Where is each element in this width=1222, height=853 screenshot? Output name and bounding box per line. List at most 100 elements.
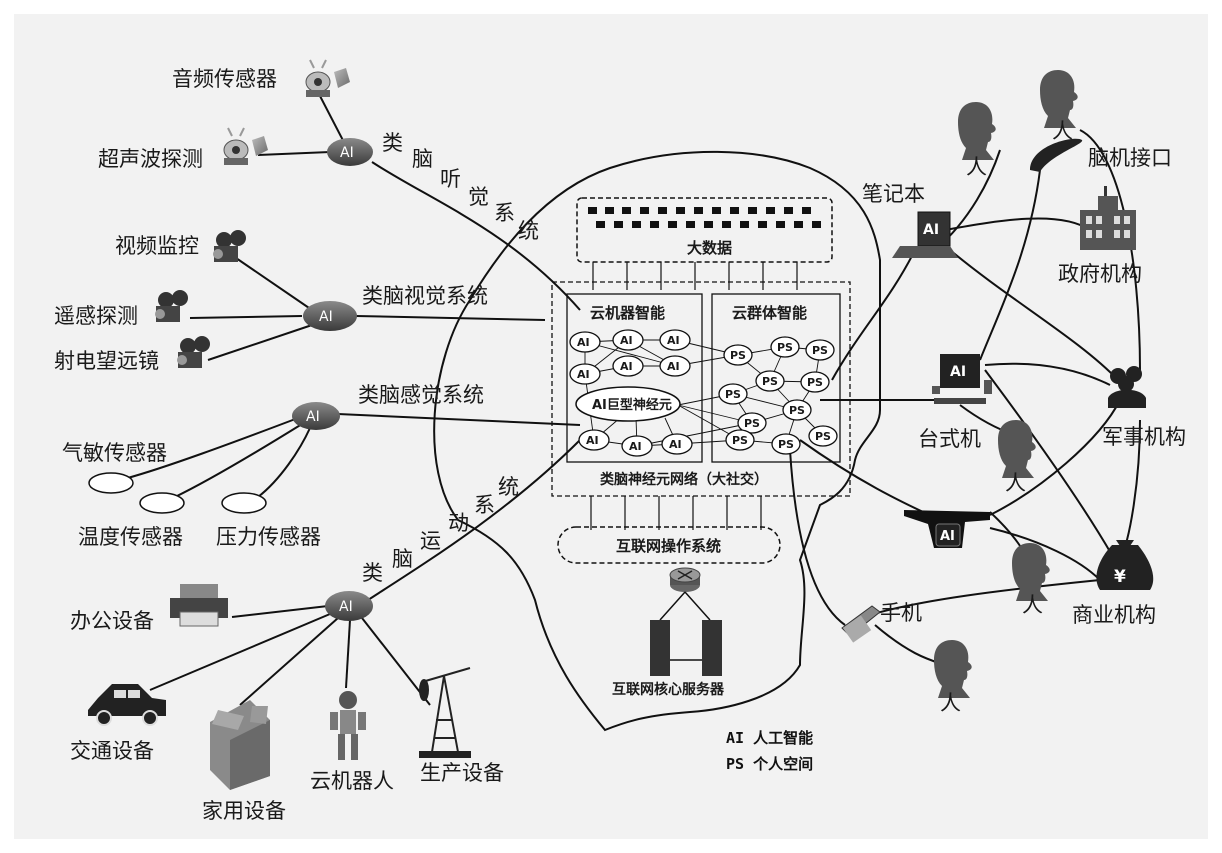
sense-system-label: 类脑感觉系统 (358, 383, 484, 407)
ai-node-label: AI (629, 440, 642, 453)
robot-icon (330, 691, 366, 760)
ps-node-label: PS (744, 417, 760, 430)
audio-system-char: 听 (440, 167, 461, 191)
temp-sensor-label: 温度传感器 (78, 525, 183, 549)
ai-node-label: AI (667, 360, 680, 373)
home-label: 家用设备 (202, 799, 286, 823)
audio-system-char: 觉 (468, 185, 489, 209)
person-label: 人 (1022, 593, 1043, 617)
ai-node-label: AI (577, 336, 590, 349)
motion-system-char: 统 (498, 475, 519, 499)
ps-node-label: PS (732, 434, 748, 447)
bci-label: 脑机接口 (1088, 146, 1172, 170)
government-building-icon (1080, 186, 1136, 250)
head-outline (433, 150, 881, 732)
internet-os-box (557, 526, 781, 564)
video-monitor-label: 视频监控 (115, 234, 199, 258)
radio-telescope-label: 射电望远镜 (54, 349, 159, 373)
office-label: 办公设备 (70, 609, 154, 633)
desktop-icon (932, 354, 992, 404)
ps-node-label: PS (789, 404, 805, 417)
military-label: 军事机构 (1102, 425, 1186, 449)
motion-system-char: 脑 (392, 547, 413, 571)
connection-lines (119, 95, 581, 706)
glasses-ai-badge: AI (940, 529, 955, 544)
home-appliance-box-icon (210, 700, 270, 790)
ai-hub-label: AI (306, 409, 320, 425)
government-label: 政府机构 (1058, 262, 1142, 286)
ai-node-label: AI (620, 360, 633, 373)
gas-sensor-shape (88, 472, 134, 494)
ultrasonic-label: 超声波探测 (98, 147, 203, 171)
bci-headband-icon (1030, 138, 1083, 172)
ps-node-label: PS (812, 344, 828, 357)
ai-node-label: AI (669, 438, 682, 451)
cloud-group-title: 云群体智能 (732, 304, 807, 322)
business-label: 商业机构 (1072, 603, 1156, 627)
person-label: 人 (966, 155, 987, 179)
big-data-blocks (588, 207, 821, 228)
ps-node-label: PS (807, 376, 823, 389)
audio-sensor-label: 音频传感器 (172, 67, 277, 91)
ps-nodes (718, 336, 838, 455)
temp-sensor-shape (139, 492, 185, 514)
cloud-group-box (711, 293, 841, 463)
ai-hub-label: AI (340, 145, 354, 161)
audio-system-char: 统 (518, 219, 539, 243)
motion-system-char: 动 (448, 511, 469, 535)
desktop-ai-badge: AI (950, 364, 966, 380)
internet-os-label: 互联网操作系统 (616, 537, 721, 555)
traffic-label: 交通设备 (70, 739, 154, 763)
ar-glasses-icon (904, 510, 990, 548)
ps-node-label: PS (815, 430, 831, 443)
production-label: 生产设备 (420, 761, 504, 785)
pressure-sensor-shape (221, 492, 267, 514)
car-icon (88, 684, 166, 726)
robot-label: 云机器人 (310, 769, 394, 793)
audio-sensor-icon (305, 59, 350, 97)
audio-system-char: 系 (494, 201, 515, 225)
ultrasonic-sensor-icon (223, 127, 268, 165)
person-icon (998, 420, 1036, 478)
oil-pump-icon (419, 667, 471, 758)
legend-ai: AI 人工智能 (726, 729, 813, 747)
giant-neuron-node (575, 386, 681, 422)
core-server-icon (650, 567, 722, 676)
ai-node-label: AI (620, 334, 633, 347)
motion-system-char: 运 (420, 529, 441, 553)
gas-sensor-label: 气敏传感器 (62, 441, 167, 465)
person-icon (958, 102, 996, 160)
pressure-sensor-label: 压力传感器 (216, 525, 321, 549)
giant-neuron-label: AI巨型神经元 (592, 397, 672, 413)
brain-network-label: 类脑神经元网络（大社交） (600, 471, 768, 488)
audio-system-char: 类 (382, 131, 403, 155)
audio-system-char: 脑 (412, 147, 433, 171)
ps-node-label: PS (762, 375, 778, 388)
cloud-machine-title: 云机器智能 (590, 304, 665, 322)
ai-node-label: AI (577, 368, 590, 381)
phone-label: 手机 (880, 601, 922, 625)
ps-node-label: PS (730, 349, 746, 362)
radio-telescope-icon (177, 336, 210, 368)
core-server-label: 互联网核心服务器 (612, 681, 725, 698)
ps-node-label: PS (778, 438, 794, 451)
motion-system-char: 类 (362, 561, 383, 585)
legend-ps: PS 个人空间 (726, 755, 813, 773)
person-label: 人 (1052, 119, 1073, 143)
ai-hub-label: AI (339, 599, 353, 615)
svg-text:¥: ¥ (1114, 567, 1126, 587)
laptop-label: 笔记本 (862, 182, 925, 206)
ai-node-label: AI (586, 434, 599, 447)
ps-node-label: PS (725, 388, 741, 401)
motion-system-char: 系 (474, 493, 495, 517)
military-soldiers-icon (1108, 366, 1146, 408)
big-data-box (576, 197, 833, 263)
printer-icon (170, 584, 228, 627)
ai-node-label: AI (667, 334, 680, 347)
ai-nodes (569, 329, 693, 457)
ai-hub-label: AI (319, 309, 333, 325)
remote-sensing-label: 遥感探测 (54, 304, 138, 328)
money-bag-icon (1096, 540, 1154, 590)
